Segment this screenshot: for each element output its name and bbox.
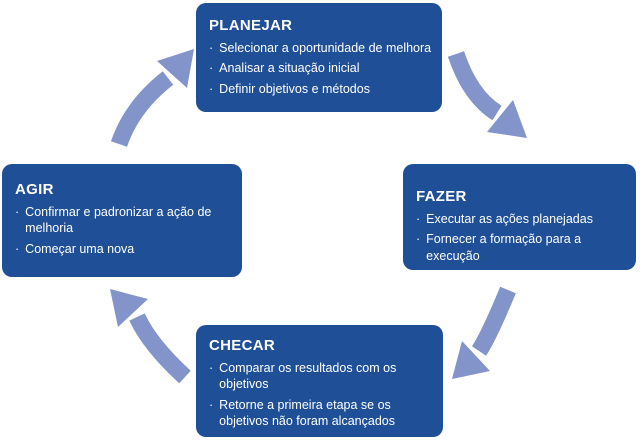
bullet-text: Comparar os resultados com os objetivos: [219, 361, 397, 392]
bullet-dot: ·: [209, 361, 214, 375]
bullet-text: Executar as ações planejadas: [426, 212, 593, 226]
stage-box-checar: CHECAR · Comparar os resultados com os o…: [196, 325, 443, 437]
stage-title-planejar: PLANEJAR: [209, 17, 293, 34]
bullet-text: Começar uma nova: [25, 241, 135, 256]
bullet-text: Fornecer a formação para a execução: [426, 232, 582, 263]
bullet-item: · Selecionar a oportunidade de melhora: [209, 40, 434, 56]
bullet-item: · Analisar a situação inicial: [209, 60, 434, 76]
bullet-item: · Definir objetivos e métodos: [209, 81, 434, 97]
bullet-dot: ·: [209, 61, 214, 76]
bullet-dot: ·: [416, 232, 421, 247]
bullet-text: Definir objetivos e métodos: [219, 81, 370, 96]
bullet-text: Selecionar a oportunidade de melhora: [219, 41, 432, 55]
stage-title-agir: AGIR: [15, 181, 54, 198]
arrow-checar-to-agir-icon: [110, 289, 191, 384]
bullet-text: Analisar a situação inicial: [219, 61, 360, 76]
bullet-dot: ·: [15, 205, 20, 219]
stage-title-checar: CHECAR: [209, 337, 275, 354]
bullet-dot: ·: [209, 41, 214, 55]
bullet-dot: ·: [209, 81, 214, 96]
bullet-item: · Comparar os resultados com os objetivo…: [209, 360, 435, 393]
stage-box-planejar: PLANEJAR · Selecionar a oportunidade de …: [196, 3, 442, 112]
bullet-dot: ·: [416, 212, 421, 226]
stage-title-fazer: FAZER: [416, 188, 467, 205]
bullet-item: · Fornecer a formação para a execução: [416, 231, 628, 264]
bullet-item: · Confirmar e padronizar a ação de melho…: [15, 204, 234, 237]
bullet-text: Retorne a primeira etapa se os objetivos…: [219, 397, 395, 428]
bullet-dot: ·: [209, 397, 214, 412]
bullet-dot: ·: [15, 241, 20, 256]
arrow-planejar-to-fazer-icon: [447, 51, 527, 138]
arrow-agir-to-planejar-icon: [110, 49, 194, 147]
stage-box-fazer: FAZER · Executar as ações planejadas · F…: [403, 164, 636, 270]
bullet-text: Confirmar e padronizar a ação de melhori…: [25, 205, 212, 236]
bullet-item: · Começar uma nova: [15, 241, 234, 257]
bullet-item: · Executar as ações planejadas: [416, 211, 628, 227]
arrow-fazer-to-checar-icon: [452, 286, 516, 379]
stage-box-agir: AGIR · Confirmar e padronizar a ação de …: [2, 164, 242, 277]
bullet-item: · Retorne a primeira etapa se os objetiv…: [209, 397, 435, 430]
